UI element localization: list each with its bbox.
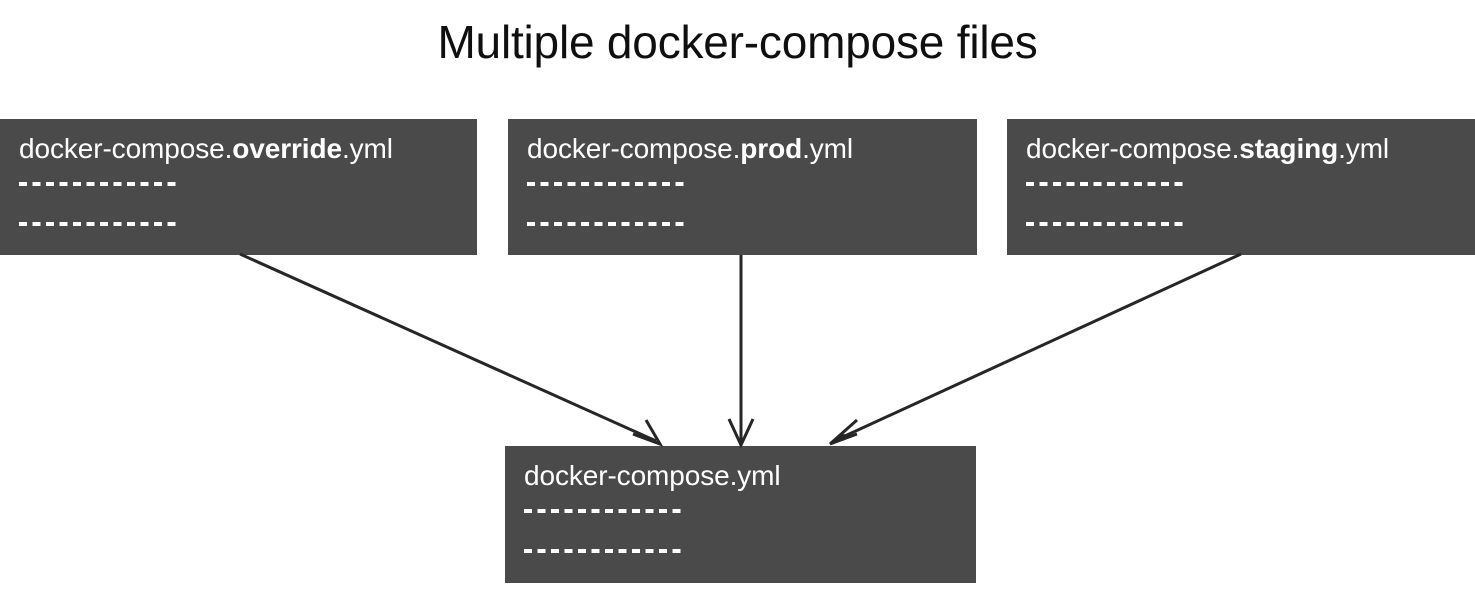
- file-box-override[interactable]: docker-compose.override.yml: [0, 119, 477, 255]
- file-env-token: override: [232, 133, 342, 164]
- content-placeholder-line-2: [527, 222, 689, 226]
- content-placeholder-line-1: [1026, 182, 1188, 186]
- file-suffix: .yml: [802, 133, 854, 164]
- content-placeholder-line-2: [19, 222, 181, 226]
- file-prefix: docker-compose.yml: [524, 460, 781, 491]
- content-placeholder-line-2: [524, 549, 686, 553]
- file-box-staging[interactable]: docker-compose.staging.yml: [1007, 119, 1475, 255]
- file-prefix: docker-compose.: [527, 133, 741, 164]
- file-name-prod: docker-compose.prod.yml: [527, 131, 853, 167]
- file-name-override: docker-compose.override.yml: [19, 131, 393, 167]
- content-placeholder-line-1: [527, 182, 689, 186]
- content-placeholder-line-2: [1026, 222, 1188, 226]
- file-box-base[interactable]: docker-compose.yml: [505, 446, 976, 583]
- content-placeholder-line-1: [19, 182, 181, 186]
- file-suffix: .yml: [341, 133, 393, 164]
- content-placeholder-line-1: [524, 509, 686, 513]
- file-prefix: docker-compose.: [19, 133, 233, 164]
- file-name-base: docker-compose.yml: [524, 458, 781, 494]
- file-env-token: prod: [740, 133, 803, 164]
- file-name-staging: docker-compose.staging.yml: [1026, 131, 1389, 167]
- file-suffix: .yml: [1338, 133, 1390, 164]
- arrow-override-to-base: [239, 252, 664, 447]
- file-env-token: staging: [1239, 133, 1339, 164]
- file-prefix: docker-compose.: [1026, 133, 1240, 164]
- arrow-prod-to-base: [727, 255, 755, 449]
- file-box-prod[interactable]: docker-compose.prod.yml: [508, 119, 977, 255]
- page-title: Multiple docker-compose files: [437, 16, 1038, 68]
- arrow-staging-to-base: [829, 252, 1242, 446]
